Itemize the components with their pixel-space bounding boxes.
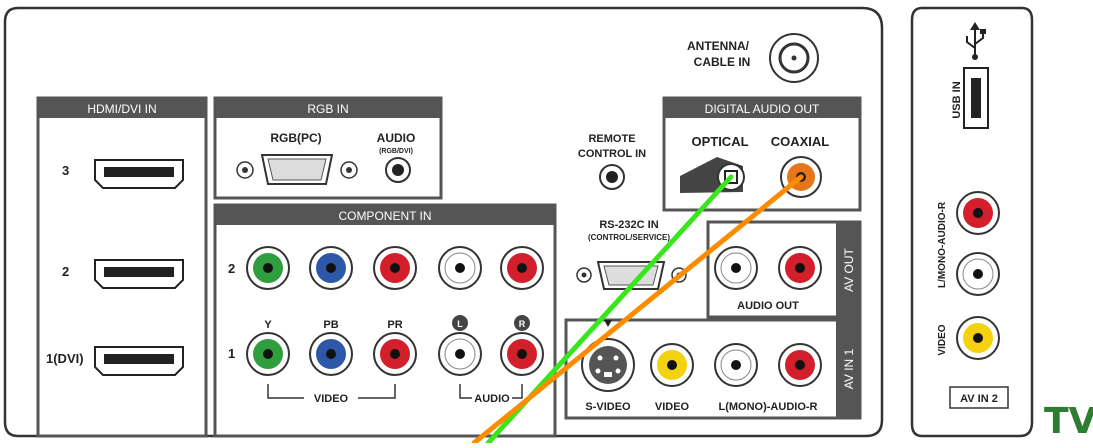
tv-label: TV	[1044, 401, 1093, 442]
av-out-audio-l-jack[interactable]	[714, 246, 758, 290]
usb-label: USB IN	[951, 81, 963, 118]
antenna-label-2: CABLE IN	[694, 55, 751, 69]
component-2-pb-jack[interactable]	[309, 246, 353, 290]
component-1-y-jack[interactable]	[246, 332, 290, 376]
side-video-label: VIDEO	[937, 324, 948, 355]
usb-port[interactable]	[963, 67, 989, 129]
component-1-audio-r-jack[interactable]	[500, 332, 544, 376]
component-2-audio-r-jack[interactable]	[500, 246, 544, 290]
component-y-label: Y	[264, 319, 272, 331]
hdmi-port-3[interactable]	[94, 159, 184, 189]
rs232-sublabel: (CONTROL/SERVICE)	[588, 233, 670, 242]
side-audio-r-jack[interactable]	[956, 191, 1000, 235]
hdmi-label-3: 3	[62, 163, 69, 178]
rgb-section: RGB IN	[213, 96, 443, 200]
component-2-audio-l-jack[interactable]	[438, 246, 482, 290]
av-in1-audio-l-jack[interactable]	[714, 343, 758, 387]
digital-audio-section: DIGITAL AUDIO OUT	[662, 96, 862, 212]
av-out-side-label: AV OUT	[842, 247, 856, 291]
svg-text:AV IN 2: AV IN 2	[960, 393, 998, 405]
usb-icon	[966, 22, 986, 60]
component-row-1-label: 1	[228, 346, 235, 361]
audio-bracket: AUDIO	[459, 384, 523, 405]
side-video-jack[interactable]	[956, 316, 1000, 360]
svg-text:AUDIO: AUDIO	[474, 393, 510, 405]
video-bracket: VIDEO	[267, 384, 396, 405]
rs232-label: RS-232C IN	[599, 219, 658, 231]
svg-text:R: R	[519, 319, 526, 329]
rgb-header: RGB IN	[307, 102, 348, 116]
svg-text:L: L	[457, 319, 463, 329]
av-out-section: AV OUT	[706, 220, 862, 319]
av-in1-video-jack[interactable]	[650, 343, 694, 387]
component-2-pr-jack[interactable]	[373, 246, 417, 290]
rgb-audio-sublabel: (RGB/DVI)	[379, 148, 413, 155]
antenna-jack[interactable]	[769, 33, 819, 83]
component-2-y-jack[interactable]	[246, 246, 290, 290]
svideo-label: S-VIDEO	[585, 401, 631, 413]
svg-text:VIDEO: VIDEO	[314, 393, 349, 405]
component-row-2-label: 2	[228, 261, 235, 276]
av-in2-label-box: AV IN 2	[949, 386, 1009, 409]
hdmi-port-2[interactable]	[94, 259, 184, 289]
component-1-pr-jack[interactable]	[373, 332, 417, 376]
av-in1-video-label: VIDEO	[655, 401, 690, 413]
hdmi-label-2: 2	[62, 264, 69, 279]
remote-label-2: CONTROL IN	[578, 148, 646, 160]
side-audio-label: L/MONO-AUDIO-R	[937, 201, 948, 288]
component-pb-label: PB	[323, 319, 338, 331]
component-header: COMPONENT IN	[338, 209, 431, 223]
av-in1-audio-r-jack[interactable]	[778, 343, 822, 387]
component-section: COMPONENT IN	[213, 203, 557, 438]
antenna-label: ANTENNA/	[687, 39, 750, 53]
optical-label: OPTICAL	[691, 134, 748, 149]
hdmi-section: HDMI/DVI IN	[36, 96, 208, 438]
component-r-badge: R	[514, 315, 530, 331]
component-1-pb-jack[interactable]	[309, 332, 353, 376]
rgb-pc-label: RGB(PC)	[270, 131, 321, 145]
coaxial-label: COAXIAL	[771, 134, 830, 149]
hdmi-label-1: 1(DVI)	[46, 351, 84, 366]
svideo-port[interactable]	[581, 320, 635, 392]
side-audio-l-jack[interactable]	[956, 252, 1000, 296]
hdmi-header: HDMI/DVI IN	[87, 102, 156, 116]
component-1-audio-l-jack[interactable]	[438, 332, 482, 376]
orange-cable-line	[471, 174, 804, 446]
remote-label: REMOTE	[588, 133, 635, 145]
av-in1-side-label: AV IN 1	[842, 348, 856, 389]
rgb-pc-port[interactable]	[236, 154, 358, 185]
av-in1-audio-label: L(MONO)-AUDIO-R	[719, 401, 818, 413]
component-pr-label: PR	[387, 319, 402, 331]
hdmi-port-1[interactable]	[94, 346, 184, 376]
rgb-audio-jack[interactable]	[385, 157, 411, 183]
component-l-badge: L	[452, 315, 468, 331]
av-out-audio-r-jack[interactable]	[778, 246, 822, 290]
digital-audio-header: DIGITAL AUDIO OUT	[705, 102, 820, 116]
rgb-audio-label: AUDIO	[377, 131, 416, 145]
audio-out-label: AUDIO OUT	[737, 300, 799, 312]
remote-control-jack[interactable]	[599, 164, 625, 190]
